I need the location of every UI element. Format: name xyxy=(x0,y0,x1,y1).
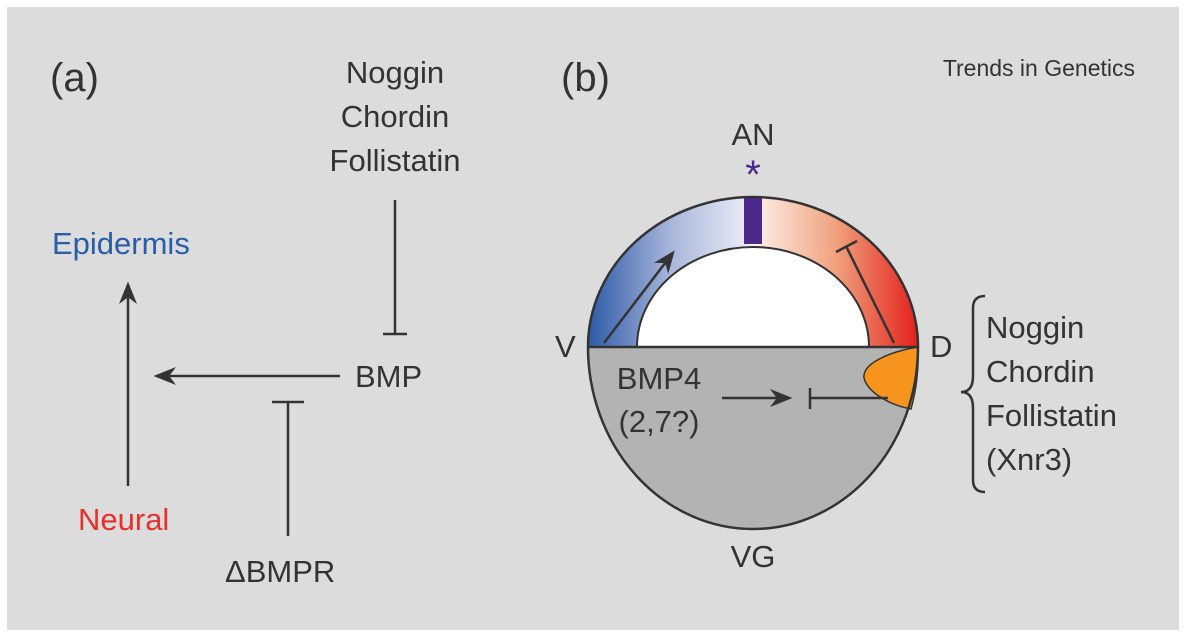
panel-a-inhibitor-follistatin: Follistatin xyxy=(330,143,461,178)
vegetal-hemisphere xyxy=(588,347,918,529)
organizer-factor-chordin: Chordin xyxy=(986,354,1095,389)
bmp4-sublabel: (2,7?) xyxy=(619,404,700,439)
organizer-factors-brace xyxy=(960,294,986,494)
panel-b-label: (b) xyxy=(561,56,610,100)
dbmpr-label: ΔBMPR xyxy=(225,554,335,589)
embryo-outline xyxy=(586,195,920,531)
vegetal-pole-label: VG xyxy=(731,539,776,574)
bmp4-label: BMP4 xyxy=(617,361,701,396)
epidermis-label: Epidermis xyxy=(52,226,190,261)
animal-pole-asterisk: * xyxy=(745,153,761,197)
bmp-label: BMP xyxy=(355,359,422,394)
journal-credit: Trends in Genetics xyxy=(943,55,1135,81)
panel-a-label: (a) xyxy=(50,56,99,100)
panel-a-inhibitor-chordin: Chordin xyxy=(341,99,450,134)
dorsal-inhibition-bar-cap xyxy=(835,239,858,254)
panel-a: (a) Noggin Chordin Follistatin Epidermis… xyxy=(50,55,460,589)
panel-a-inhibitor-noggin: Noggin xyxy=(346,55,444,90)
blastocoel xyxy=(635,246,871,348)
ventral-label: V xyxy=(555,329,576,364)
dorsal-label: D xyxy=(930,329,952,364)
embryo-labels: V D VG BMP4 (2,7?) Noggin Chordin Follis… xyxy=(555,310,1117,574)
animal-pole-label: AN xyxy=(731,117,774,152)
organizer-factor-follistatin: Follistatin xyxy=(986,398,1117,433)
embryo xyxy=(586,195,920,531)
ventral-to-animal-arrow xyxy=(603,250,675,344)
organizer-factor-xnr3: (Xnr3) xyxy=(986,442,1072,477)
organizer-region xyxy=(863,346,919,410)
organizer-factor-noggin: Noggin xyxy=(986,310,1084,345)
neural-label: Neural xyxy=(78,502,169,537)
embryo-connectors xyxy=(603,239,986,494)
panel-a-connectors xyxy=(119,200,407,536)
panel-b: (b) Trends in Genetics AN * xyxy=(561,55,1135,197)
animal-pole-bar xyxy=(744,198,762,244)
dorsal-inhibition-bar xyxy=(844,245,896,344)
